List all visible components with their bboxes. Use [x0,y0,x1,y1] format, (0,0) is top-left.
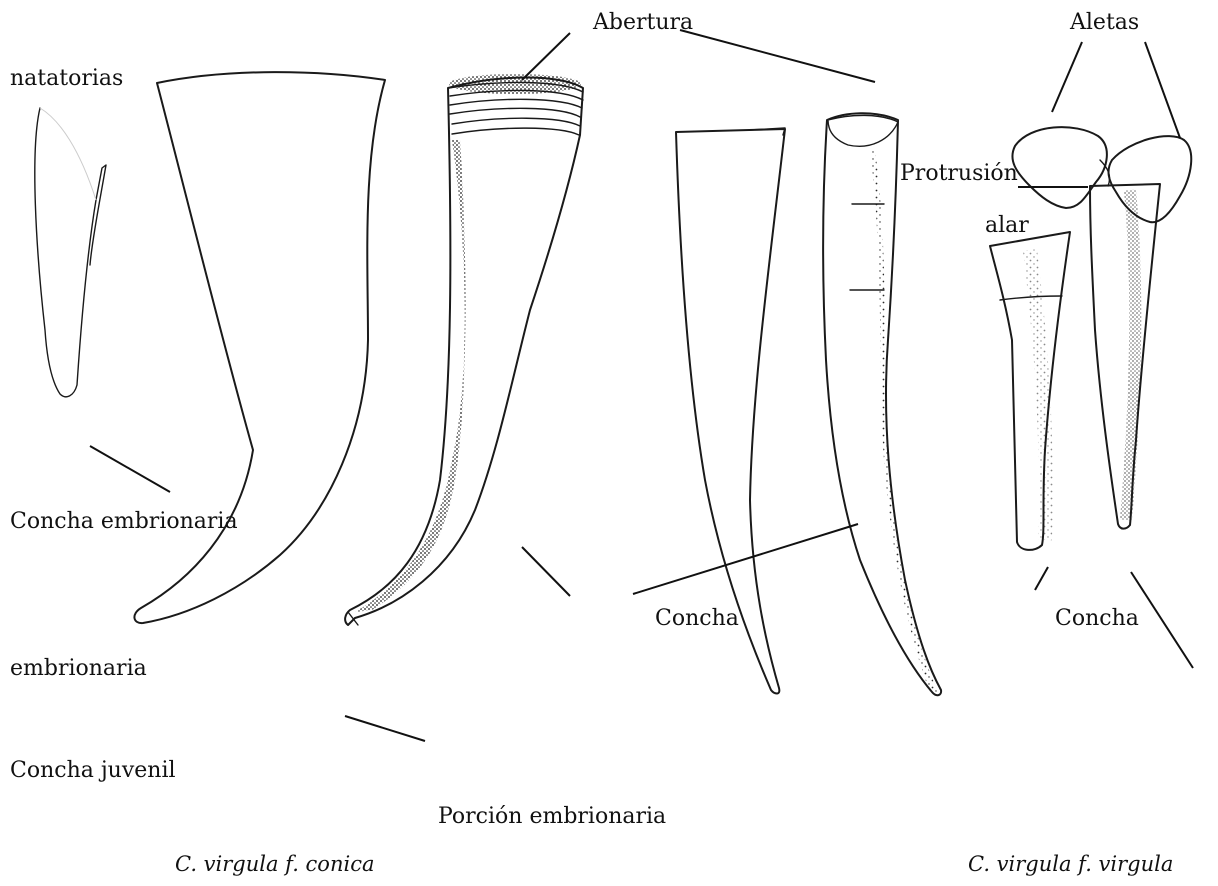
pointer-concha-1 [633,524,858,594]
label-abertura: Abertura [593,12,693,34]
pointer-aletas-right [1145,42,1180,138]
virgula-small-shell [990,232,1070,550]
pointer-abertura [522,33,570,80]
label-embrionaria: embrionaria [10,658,147,680]
caption-conica: C. virgula f. conica [175,854,374,875]
label-concha-embrionaria: Concha embrionaria [10,511,238,533]
pointer-concha-2-right [1131,572,1193,668]
pointer-abertura-right [680,30,875,82]
pointer-concha-2-left [1035,567,1048,590]
embryonic-shell-drawing [35,108,106,397]
pointer-concha-juvenil [345,716,425,741]
pointer-porcion-embrionaria [522,547,570,596]
label-concha-1: Concha [655,608,739,630]
virgula-shell-stippled [823,113,941,695]
label-aletas: Aletas [1070,12,1139,34]
label-natatorias: natatorias [10,68,123,90]
pointer-lines [90,30,1193,741]
label-concha-juvenil: Concha juvenil [10,760,176,782]
caption-virgula: C. virgula f. virgula [968,854,1173,875]
conica-shell-stippled [345,74,583,625]
label-concha-2: Concha [1055,608,1139,630]
label-porcion-embrionaria: Porción embrionaria [438,806,666,828]
pointer-aletas-left [1052,42,1082,112]
label-alar: alar [985,215,1029,237]
conica-shell-outline [134,72,385,623]
label-protrusion: Protrusión [900,163,1018,185]
pointer-concha-embrionaria [90,446,170,492]
